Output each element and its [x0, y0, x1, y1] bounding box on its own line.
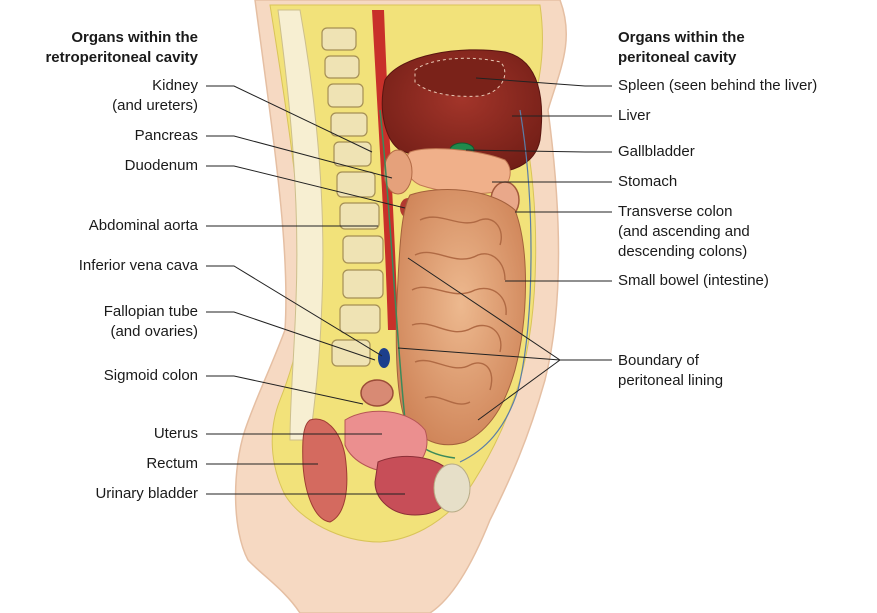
label-pancreas: Pancreas [135, 126, 198, 146]
label-boundary-line1: Boundary of [618, 351, 723, 371]
pancreas-shape [384, 150, 412, 194]
pubic-bone [434, 464, 470, 512]
label-stomach: Stomach [618, 172, 677, 192]
label-pancreas-line1: Pancreas [135, 126, 198, 146]
label-urinary-bladder: Urinary bladder [95, 484, 198, 504]
label-fallopian-tube-line1: Fallopian tube [104, 302, 198, 322]
label-rectum-line1: Rectum [146, 454, 198, 474]
label-small-bowel-line1: Small bowel (intestine) [618, 271, 769, 291]
label-boundary: Boundary of peritoneal lining [618, 351, 723, 391]
label-abdominal-aorta-line1: Abdominal aorta [89, 216, 198, 236]
label-fallopian-tube: Fallopian tube (and ovaries) [104, 302, 198, 342]
label-sigmoid-colon-line1: Sigmoid colon [104, 366, 198, 386]
retroperitoneal-heading-line1: Organs within the [45, 28, 198, 48]
label-inferior-vena-cava: Inferior vena cava [79, 256, 198, 276]
peritoneal-heading-line2: peritoneal cavity [618, 48, 745, 68]
retroperitoneal-heading-line2: retroperitoneal cavity [45, 48, 198, 68]
label-stomach-line1: Stomach [618, 172, 677, 192]
label-abdominal-aorta: Abdominal aorta [89, 216, 198, 236]
label-spleen: Spleen (seen behind the liver) [618, 76, 817, 96]
label-kidney: Kidney (and ureters) [112, 76, 198, 116]
label-kidney-line1: Kidney [112, 76, 198, 96]
label-spleen-line1: Spleen (seen behind the liver) [618, 76, 817, 96]
label-gallbladder: Gallbladder [618, 142, 695, 162]
retroperitoneal-heading: Organs within the retroperitoneal cavity [45, 28, 198, 68]
label-transverse-colon-line3: descending colons) [618, 242, 750, 262]
label-fallopian-tube-line2: (and ovaries) [104, 322, 198, 342]
sigmoid-colon-shape [361, 380, 393, 406]
label-duodenum: Duodenum [125, 156, 198, 176]
label-gallbladder-line1: Gallbladder [618, 142, 695, 162]
peritoneal-heading-line1: Organs within the [618, 28, 745, 48]
label-boundary-line2: peritoneal lining [618, 371, 723, 391]
label-sigmoid-colon: Sigmoid colon [104, 366, 198, 386]
label-inferior-vena-cava-line1: Inferior vena cava [79, 256, 198, 276]
vena-cava-shape [378, 348, 390, 368]
label-kidney-line2: (and ureters) [112, 96, 198, 116]
label-liver: Liver [618, 106, 651, 126]
label-urinary-bladder-line1: Urinary bladder [95, 484, 198, 504]
label-transverse-colon: Transverse colon (and ascending and desc… [618, 202, 750, 262]
label-transverse-colon-line1: Transverse colon [618, 202, 750, 222]
label-liver-line1: Liver [618, 106, 651, 126]
label-rectum: Rectum [146, 454, 198, 474]
label-transverse-colon-line2: (and ascending and [618, 222, 750, 242]
peritoneal-heading: Organs within the peritoneal cavity [618, 28, 745, 68]
label-duodenum-line1: Duodenum [125, 156, 198, 176]
label-uterus: Uterus [154, 424, 198, 444]
label-small-bowel: Small bowel (intestine) [618, 271, 769, 291]
label-uterus-line1: Uterus [154, 424, 198, 444]
